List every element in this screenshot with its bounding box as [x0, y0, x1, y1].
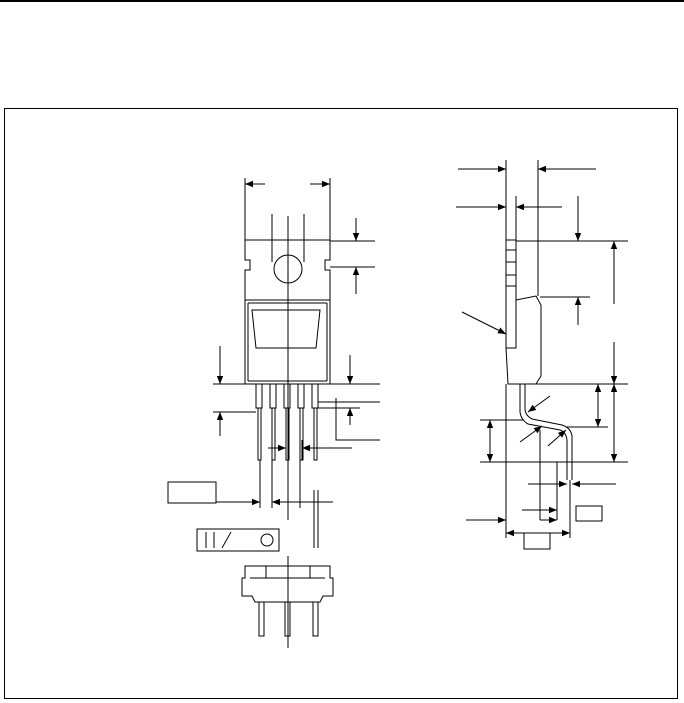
page-top-rule [0, 0, 684, 2]
lead-1 [258, 408, 261, 460]
front-view [168, 178, 380, 551]
end-body [242, 566, 333, 602]
lead-5-shoulder [312, 384, 318, 408]
reference-box [168, 482, 216, 503]
reference-box [576, 506, 602, 521]
body-recess [252, 310, 320, 348]
leader-arrow [528, 396, 550, 412]
end-lead [259, 602, 264, 636]
lead-2 [272, 408, 275, 460]
leader-arrow [520, 426, 542, 442]
side-body [506, 296, 541, 384]
bent-lead [520, 384, 567, 480]
drawing-frame [4, 108, 678, 699]
lead-2-shoulder [270, 384, 276, 408]
tolerance-frame [197, 529, 279, 551]
reference-box [524, 533, 550, 549]
leader-arrow [462, 312, 506, 334]
tab-side [506, 240, 516, 348]
bent-lead [525, 384, 572, 480]
lead-1-shoulder [256, 384, 262, 408]
lead-4-shoulder [298, 384, 304, 408]
leader-line [336, 398, 380, 440]
end-lead [313, 602, 318, 636]
front-leads [256, 384, 318, 460]
lead-3-shoulder [284, 384, 290, 408]
side-view [456, 160, 628, 549]
leader-arrow [548, 430, 566, 446]
end-view [242, 556, 333, 648]
lead-5 [314, 408, 317, 460]
